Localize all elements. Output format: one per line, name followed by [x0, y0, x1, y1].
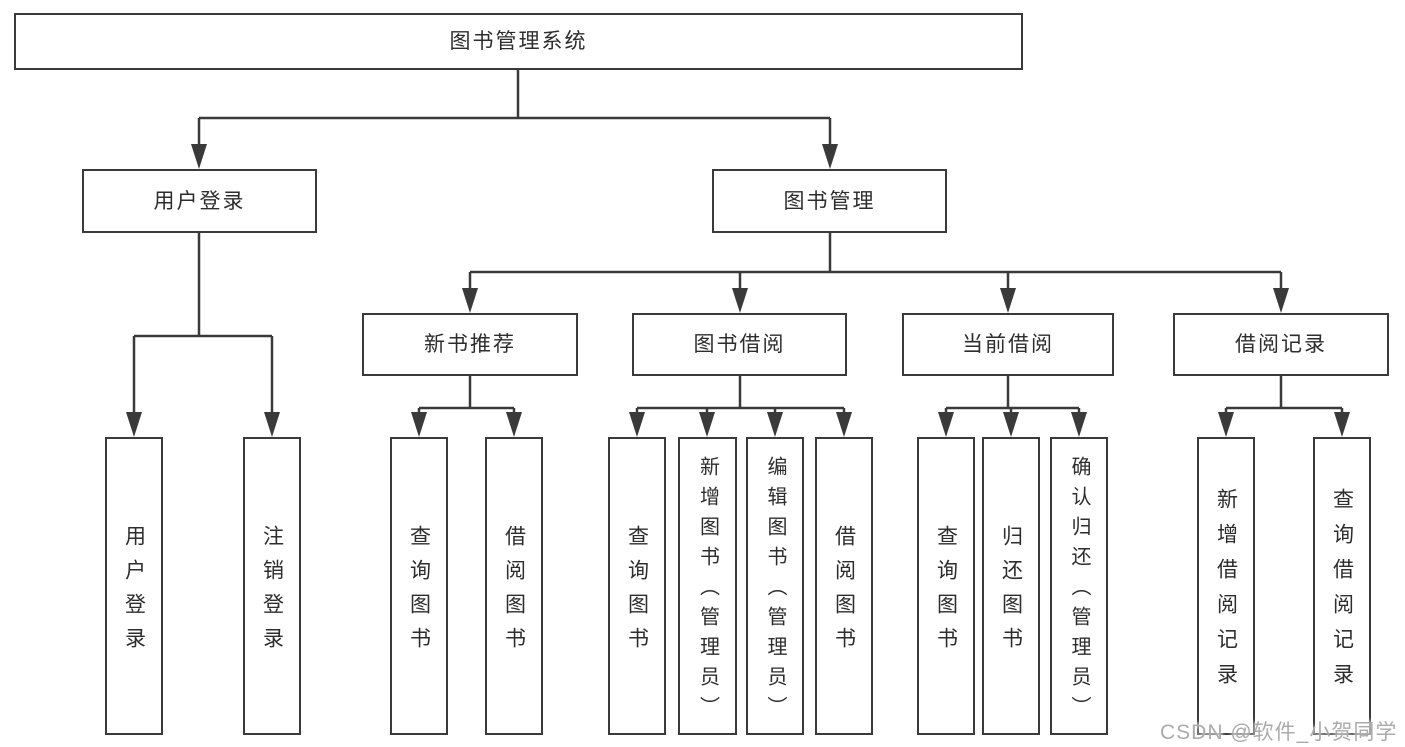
node-user-login: 用户登录	[82, 169, 317, 233]
leaf-logout: 注销登录	[243, 437, 301, 735]
node-library-management-system: 图书管理系统	[14, 13, 1023, 70]
arrow-icon	[1334, 412, 1350, 437]
arrow-icon	[836, 412, 852, 437]
leaf-label: 查询借阅记录	[1330, 488, 1354, 698]
leaf-records-query-borrow-record: 查询借阅记录	[1313, 437, 1371, 735]
arrow-icon	[732, 288, 748, 313]
leaf-newbooks-borrow-books: 借阅图书	[485, 437, 543, 735]
node-label: 当前借阅	[962, 333, 1054, 356]
arrow-icon	[1218, 412, 1234, 437]
leaf-borrowing-query-books: 查询图书	[608, 437, 666, 735]
node-borrowing-records: 借阅记录	[1173, 313, 1389, 376]
leaf-borrowing-add-books-admin: 新增图书（管理员）	[678, 437, 737, 735]
node-current-borrowing: 当前借阅	[902, 313, 1114, 376]
arrow-icon	[699, 412, 715, 437]
leaf-label: 用户登录	[122, 524, 146, 661]
csdn-watermark: CSDN @软件_小贺同学	[1160, 721, 1398, 744]
leaf-label: 新增借阅记录	[1214, 488, 1238, 698]
arrow-icon	[506, 412, 522, 437]
node-label: 借阅记录	[1235, 333, 1327, 356]
arrow-icon	[938, 412, 954, 437]
arrow-icon	[1273, 288, 1289, 313]
arrow-icon	[629, 412, 645, 437]
node-label: 图书管理	[783, 189, 876, 213]
leaf-records-add-borrow-record: 新增借阅记录	[1197, 437, 1255, 735]
arrow-icon	[1000, 288, 1016, 313]
node-book-borrowing: 图书借阅	[632, 313, 847, 376]
leaf-label: 编辑图书（管理员）	[764, 456, 786, 726]
leaf-label: 查询图书	[625, 524, 649, 661]
leaf-label: 归还图书	[999, 524, 1023, 661]
leaf-label: 借阅图书	[502, 524, 526, 661]
leaf-user-login: 用户登录	[105, 437, 163, 735]
leaf-current-query-books: 查询图书	[917, 437, 975, 735]
arrow-icon	[191, 144, 207, 169]
leaf-borrowing-edit-books-admin: 编辑图书（管理员）	[746, 437, 804, 735]
arrow-icon	[264, 412, 280, 437]
node-label: 新书推荐	[424, 333, 516, 356]
leaf-label: 查询图书	[407, 524, 431, 661]
arrow-icon	[411, 412, 427, 437]
node-book-management: 图书管理	[712, 169, 947, 233]
node-new-book-recommendation: 新书推荐	[362, 313, 578, 376]
leaf-label: 注销登录	[260, 524, 284, 661]
leaf-current-return-books: 归还图书	[982, 437, 1040, 735]
arrow-icon	[1071, 412, 1087, 437]
arrow-icon	[1003, 412, 1019, 437]
leaf-newbooks-query-books: 查询图书	[390, 437, 448, 735]
arrow-icon	[126, 412, 142, 437]
node-label: 图书借阅	[693, 333, 786, 356]
leaf-label: 查询图书	[934, 524, 958, 661]
leaf-label: 新增图书（管理员）	[696, 456, 719, 726]
arrow-icon	[767, 412, 783, 437]
leaf-label: 确认归还（管理员）	[1068, 456, 1090, 726]
leaf-borrowing-borrow-books: 借阅图书	[815, 437, 873, 735]
node-label: 图书管理系统	[449, 30, 588, 53]
leaf-current-confirm-return-admin: 确认归还（管理员）	[1050, 437, 1108, 735]
arrow-icon	[822, 144, 838, 169]
node-label: 用户登录	[153, 189, 246, 213]
arrow-icon	[462, 288, 478, 313]
leaf-label: 借阅图书	[832, 524, 856, 661]
